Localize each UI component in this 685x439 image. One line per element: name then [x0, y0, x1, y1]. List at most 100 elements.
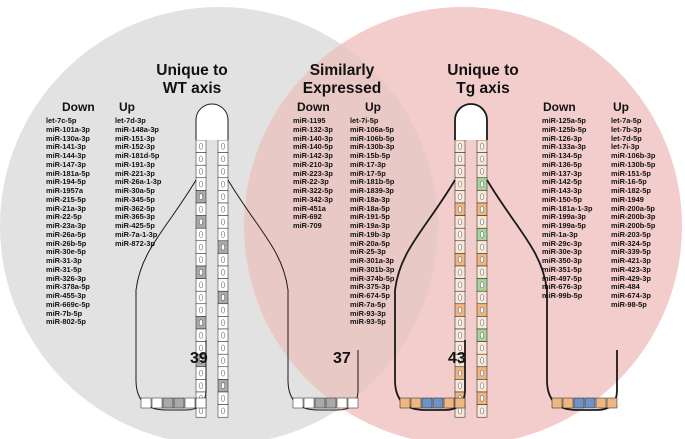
mirna-item: miR-147-3p [46, 159, 86, 169]
mirna-item: let-7d-5p [611, 133, 642, 143]
cell-nucleus [198, 168, 203, 175]
cell-nucleus [480, 206, 485, 213]
crypt-base-cell [399, 397, 411, 409]
cell-nucleus [220, 332, 225, 339]
crypt-base-cell [336, 397, 348, 409]
mirna-item: miR-1957a [46, 186, 83, 195]
tg-count: 43 [448, 350, 466, 367]
mirna-item: let-7i-5p [350, 116, 379, 125]
mirna-item: miR-181a-5p [46, 168, 90, 178]
mirna-item: miR-455-3p [46, 291, 86, 300]
mirna-item: miR-140-5p [293, 142, 333, 152]
shared-count: 37 [333, 350, 351, 367]
mirna-item: miR-126-3p [542, 133, 582, 143]
cell-nucleus [198, 382, 203, 389]
cell-nucleus [220, 344, 225, 352]
crypt-base-cell [140, 397, 152, 409]
mirna-item: miR-374b-5p [350, 273, 395, 283]
cell-nucleus [458, 369, 463, 377]
mirna-item: miR-152-3p [115, 142, 155, 152]
mirna-item: miR-106a-5p [350, 124, 394, 134]
cell-nucleus [198, 294, 203, 301]
shared-title-line1: Similarly [309, 62, 375, 79]
mirna-item: miR-93-3p [350, 308, 386, 318]
mirna-item: miR-429-3p [611, 273, 651, 283]
mirna-item: miR-140-3p [293, 133, 333, 143]
crypt-base-cell [410, 397, 422, 409]
cell-nucleus [198, 369, 203, 377]
cell-nucleus [458, 382, 463, 389]
cell-nucleus [480, 168, 485, 175]
wt-count: 39 [190, 350, 208, 367]
mirna-item: miR-451a [293, 203, 326, 213]
mirna-item: miR-362-5p [115, 203, 155, 213]
cell-nucleus [198, 319, 203, 326]
mirna-item: miR-378a-5p [46, 282, 90, 292]
cell-nucleus [480, 344, 485, 352]
mirna-item: miR-134-5p [542, 151, 582, 160]
cell-nucleus [458, 206, 463, 213]
mirna-item: miR-181b-5p [350, 177, 395, 187]
cell-nucleus [458, 231, 463, 238]
mirna-item: miR-365-3p [115, 212, 155, 222]
cell-nucleus [220, 180, 225, 188]
mirna-item: miR-150-5p [542, 194, 582, 204]
crypt-base-cell [562, 397, 574, 409]
cell-nucleus [480, 369, 485, 377]
tg-title-line2: Tg axis [456, 80, 510, 97]
mirna-item: miR-133a-3p [542, 142, 586, 152]
mirna-item: miR-125b-5p [542, 124, 587, 134]
cell-nucleus [480, 395, 485, 402]
mirna-item: miR-1839-3p [350, 186, 394, 195]
mirna-item: miR-215-5p [46, 194, 86, 204]
mirna-item: miR-151-3p [115, 133, 155, 143]
villus-tip [454, 103, 488, 140]
mirna-item: miR-144-3p [46, 151, 86, 160]
cell-nucleus [480, 180, 485, 188]
mirna-item: miR-802-5p [46, 317, 86, 327]
mirna-item: miR-130b-5p [611, 159, 656, 169]
cell-nucleus [198, 357, 203, 364]
mirna-item: miR-200a-5p [611, 203, 655, 213]
mirna-item: miR-136-5p [542, 159, 582, 169]
mirna-item: miR-425-5p [115, 221, 155, 230]
mirna-item: miR-7b-5p [46, 308, 83, 318]
mirna-item: miR-151-5p [611, 168, 651, 178]
mirna-item: miR-484 [611, 282, 640, 292]
cell-nucleus [198, 243, 203, 251]
cell-nucleus [220, 256, 225, 263]
mirna-item: miR-130a-3p [46, 133, 90, 143]
mirna-item: miR-22-3p [293, 177, 329, 187]
tg-title-line1: Unique to [447, 62, 519, 79]
cell-nucleus [458, 143, 463, 150]
cell-nucleus [220, 294, 225, 301]
crypt-base-cell [573, 397, 585, 409]
wt-title: Unique to WT axis [140, 62, 244, 98]
cell-nucleus [220, 407, 225, 415]
mirna-item: miR-31-3p [46, 256, 82, 265]
crypt-base-cell [292, 397, 304, 409]
mirna-item: miR-351-5p [542, 264, 582, 274]
mirna-item: miR-7a-5p [350, 299, 386, 309]
mirna-item: miR-30e-5p [46, 247, 86, 257]
cell-nucleus [198, 344, 203, 352]
tg-epithelium-illustration [394, 103, 618, 418]
mirna-item: let-7a-5p [611, 116, 642, 125]
crypt-base-cell [584, 397, 596, 409]
mirna-item: miR-200b-5p [611, 221, 656, 230]
mirna-item: miR-141-3p [46, 142, 86, 152]
cell-nucleus [480, 306, 485, 314]
crypt-base-cell [325, 397, 337, 409]
cell-nucleus [220, 168, 225, 175]
cell-nucleus [198, 180, 203, 188]
mirna-item: miR-200b-3p [611, 212, 656, 222]
cell-nucleus [480, 319, 485, 326]
cell-nucleus [458, 281, 463, 289]
cell-nucleus [458, 344, 463, 352]
mirna-item: miR-350-3p [542, 256, 582, 265]
mirna-item: miR-18a-3p [350, 194, 390, 204]
mirna-item: miR-130b-3p [350, 142, 395, 152]
